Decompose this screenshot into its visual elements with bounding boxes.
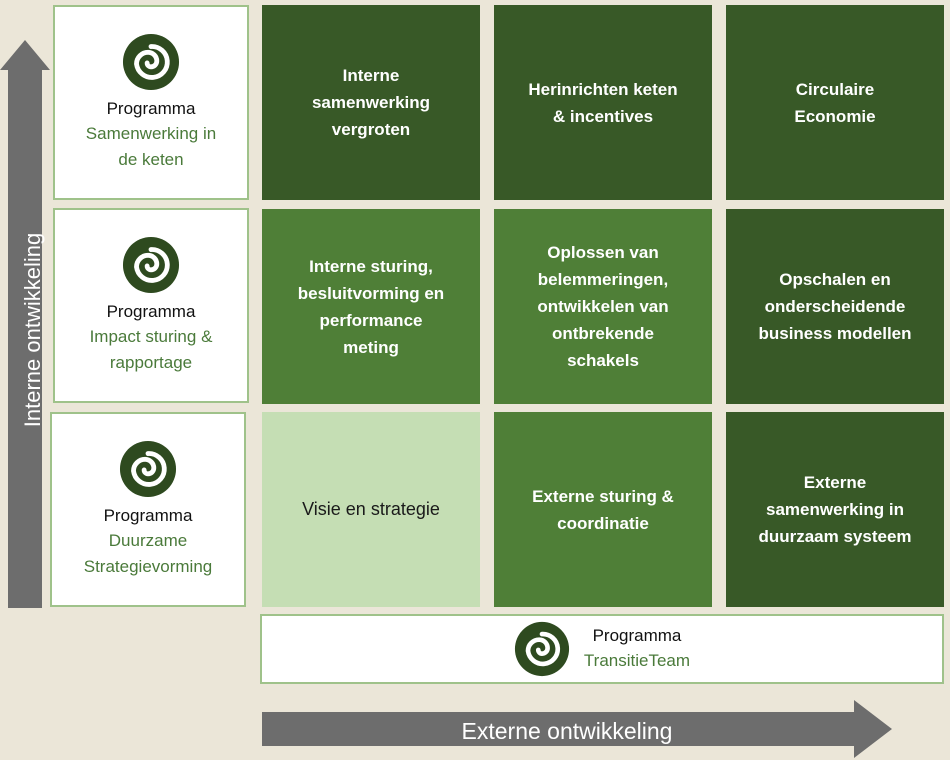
program-label: Programma — [106, 98, 196, 118]
program-name: Duurzame Strategievorming — [83, 530, 213, 576]
cell-herinrichten-keten: Herinrichten keten & incentives — [494, 5, 712, 200]
spiral-logo-icon — [514, 621, 570, 677]
program-name: TransitieTeam — [583, 651, 691, 670]
program-name: Impact sturing & rapportage — [89, 326, 213, 372]
horizontal-axis-label: Externe ontwikkeling — [461, 718, 673, 744]
program-impact: Programma Impact sturing & rapportage — [53, 208, 249, 403]
program-label: Programma — [103, 505, 193, 525]
program-label: Programma — [592, 626, 682, 645]
cell-oplossen-belemmeringen: Oplossen van belemmeringen, ontwikkelen … — [494, 209, 712, 404]
program-label: Programma — [106, 301, 196, 321]
cell-interne-sturing: Interne sturing, besluitvorming en perfo… — [262, 209, 480, 404]
cell-interne-samenwerking: Interne samenwerking vergroten — [262, 5, 480, 200]
spiral-logo-icon — [122, 236, 180, 294]
program-samenwerking: Programma Samenwerking in de keten — [53, 5, 249, 200]
horizontal-axis-arrow — [262, 700, 892, 758]
program-transitieteam: Programma TransitieTeam — [260, 614, 944, 684]
program-duurzame: Programma Duurzame Strategievorming — [50, 412, 246, 607]
program-name: Samenwerking in de keten — [85, 123, 217, 169]
vertical-axis-label: Interne ontwikkeling — [20, 232, 45, 428]
spiral-logo-icon — [122, 33, 180, 91]
cell-visie-strategie: Visie en strategie — [262, 412, 480, 607]
spiral-logo-icon — [119, 440, 177, 498]
vertical-axis-arrow — [0, 40, 50, 608]
cell-externe-sturing: Externe sturing & coordinatie — [494, 412, 712, 607]
cell-externe-samenwerking: Externe samenwerking in duurzaam systeem — [726, 412, 944, 607]
cell-opschalen: Opschalen en onderscheidende business mo… — [726, 209, 944, 404]
cell-circulaire-economie: Circulaire Economie — [726, 5, 944, 200]
